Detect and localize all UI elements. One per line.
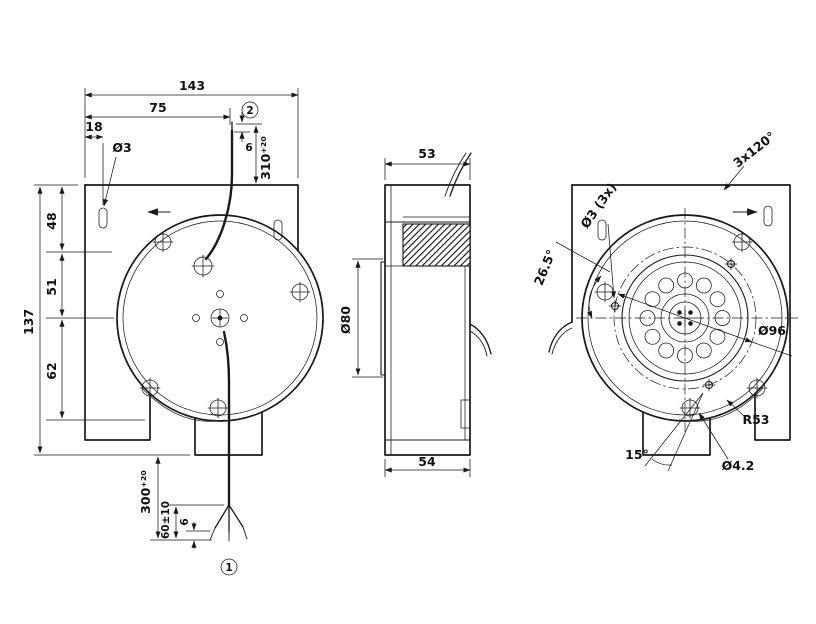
callout-2-badge bbox=[241, 101, 259, 119]
rear-view: 3x120° Ø3 (3x) 26.5° Ø96 R53 15° Ø4.2 bbox=[531, 128, 798, 473]
mount-slot bbox=[98, 207, 108, 229]
dim-strip-6-bottom: 6 bbox=[179, 518, 191, 525]
dim-wire-tip-6-top: 6 bbox=[245, 142, 252, 154]
dim-inlet-d80: Ø80 bbox=[338, 306, 353, 334]
dim-width-143: 143 bbox=[179, 78, 205, 93]
dim-wire-300: 300⁺²⁰ bbox=[138, 470, 153, 514]
dim-depth-54: 54 bbox=[418, 454, 436, 469]
rear-dimensions: 3x120° Ø3 (3x) 26.5° Ø96 R53 15° Ø4.2 bbox=[531, 128, 793, 473]
side-dimensions: 53 54 Ø80 bbox=[338, 146, 471, 477]
side-part-geometry bbox=[380, 152, 492, 456]
bolt-circle bbox=[613, 246, 757, 390]
mount-slot bbox=[273, 219, 283, 241]
dim-hole-d3: Ø3 bbox=[112, 140, 131, 155]
dim-width-75: 75 bbox=[149, 100, 166, 115]
motor-fix-holes bbox=[608, 257, 738, 392]
lead-wire-bottom bbox=[209, 330, 248, 542]
callout-2: 2 bbox=[246, 105, 253, 117]
dim-height-137: 137 bbox=[21, 309, 36, 335]
dim-depth-53: 53 bbox=[418, 146, 435, 161]
front-dimensions: 143 75 18 Ø3 137 48 51 62 310⁺²⁰ 6 2 300… bbox=[21, 78, 299, 576]
terminal-screw bbox=[191, 254, 215, 278]
mount-screw bbox=[731, 231, 753, 253]
dim-height-51: 51 bbox=[44, 278, 59, 295]
dim-radius-r53: R53 bbox=[742, 412, 769, 427]
front-view: 143 75 18 Ø3 137 48 51 62 310⁺²⁰ 6 2 300… bbox=[21, 78, 324, 576]
mount-screw bbox=[594, 281, 616, 303]
lead-wire-right-side bbox=[469, 323, 492, 357]
inlet-ring-edge bbox=[380, 261, 386, 376]
dim-height-62: 62 bbox=[44, 362, 59, 379]
mount-tab bbox=[460, 399, 471, 429]
dim-strand-60: 60±10 bbox=[160, 501, 172, 539]
mount-screw bbox=[207, 397, 229, 419]
mount-slot bbox=[597, 219, 607, 241]
dim-wire-310: 310⁺²⁰ bbox=[258, 136, 273, 180]
front-part-geometry bbox=[84, 121, 324, 542]
mount-screw bbox=[152, 231, 174, 253]
hub bbox=[192, 290, 248, 346]
dim-angle-26-5: 26.5° bbox=[531, 247, 559, 287]
lead-wire-top bbox=[204, 121, 234, 261]
mount-slot bbox=[763, 205, 773, 227]
lead-wire-top-side bbox=[444, 152, 472, 197]
mount-screw bbox=[746, 377, 768, 399]
dim-pattern-3x120: 3x120° bbox=[730, 128, 778, 170]
side-view: 53 54 Ø80 bbox=[338, 146, 492, 477]
lead-wire-rear bbox=[548, 321, 573, 355]
dim-height-48: 48 bbox=[44, 212, 59, 229]
dim-boltcircle-d96: Ø96 bbox=[758, 323, 786, 338]
dim-width-18: 18 bbox=[85, 119, 102, 134]
motor-section-hatch bbox=[402, 223, 471, 267]
mount-screw bbox=[139, 377, 161, 399]
mount-screw bbox=[289, 281, 311, 303]
callout-1: 1 bbox=[225, 562, 232, 574]
callout-1-badge bbox=[220, 558, 238, 576]
dim-hole-d4-2: Ø4.2 bbox=[722, 458, 755, 473]
dim-angle-15: 15° bbox=[625, 447, 649, 462]
